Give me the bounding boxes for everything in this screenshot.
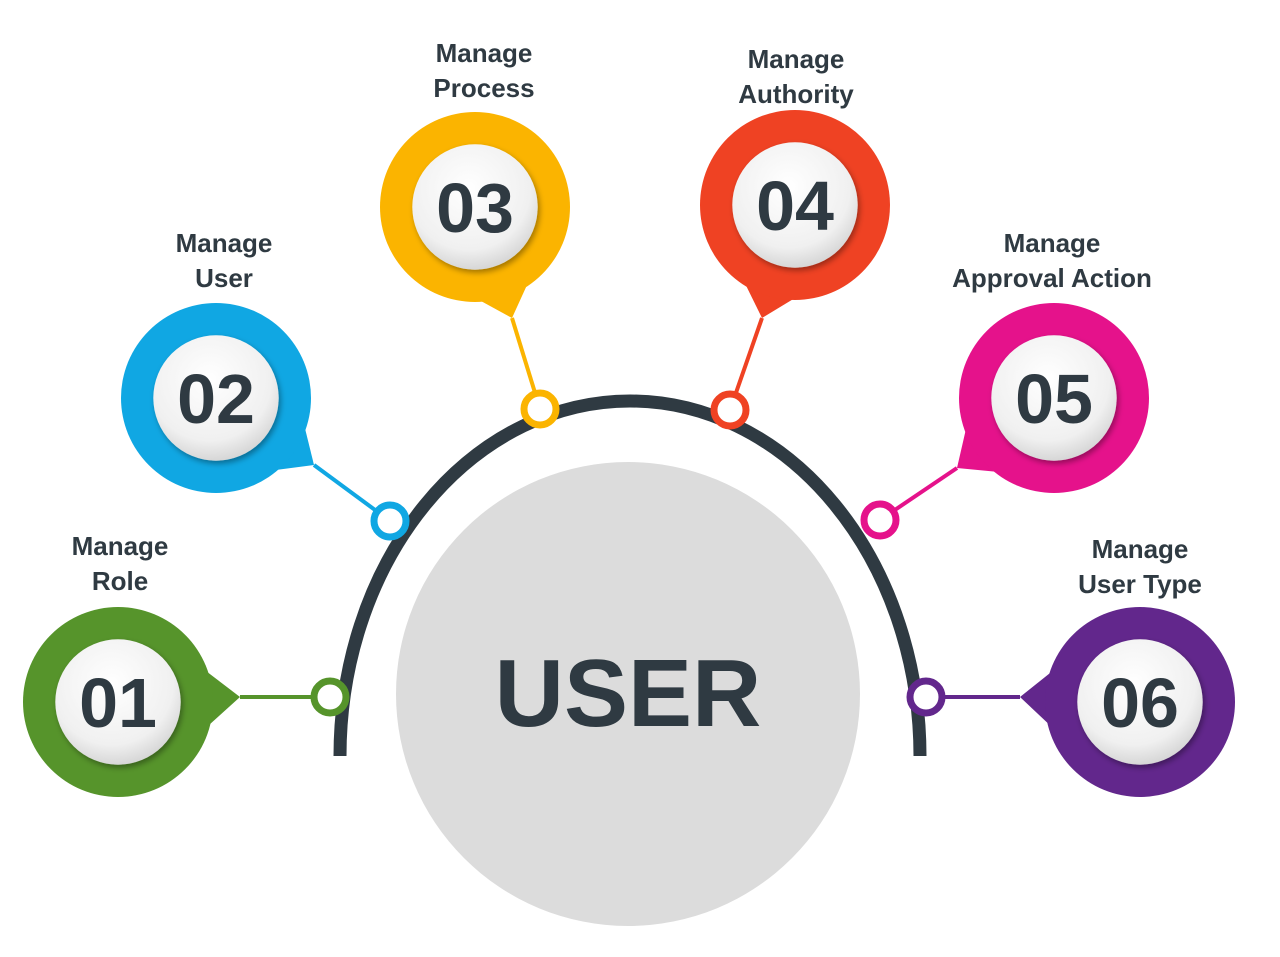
number-disc-1 [55,639,181,765]
number-disc-2 [153,335,279,461]
label-line2-6: User Type [1078,569,1202,599]
connector-dot-1 [310,677,350,717]
number-disc-3 [412,144,538,270]
label-line2-1: Role [92,566,148,596]
outer-arc [333,394,927,757]
number-disc-5 [991,335,1117,461]
connector-dot-6 [906,677,946,717]
number-text-5: 05 [1015,360,1093,438]
center-circle [396,462,860,926]
nodes-group: 01ManageRole02ManageUser03ManageProcess0… [23,38,1235,797]
label-line1-5: Manage [1004,228,1101,258]
number-disc-6 [1077,639,1203,765]
center-label: USER [495,640,762,747]
number-text-2: 02 [177,360,255,438]
connector-dot-5 [860,500,900,540]
number-text-3: 03 [436,169,514,247]
number-text-4: 04 [756,167,834,245]
label-line1-6: Manage [1092,534,1189,564]
label-line1-4: Manage [748,44,845,74]
connector-dot-3 [520,389,560,429]
number-text-6: 06 [1101,664,1179,742]
connector-dot-4 [710,390,750,430]
label-line2-3: Process [433,73,534,103]
label-line2-4: Authority [738,79,854,109]
connector-dot-2 [370,501,410,541]
label-line1-2: Manage [176,228,273,258]
label-line1-3: Manage [436,38,533,68]
number-text-1: 01 [79,664,157,742]
label-line1-1: Manage [72,531,169,561]
number-disc-4 [732,142,858,268]
label-line2-5: Approval Action [952,263,1152,293]
label-line2-2: User [195,263,253,293]
